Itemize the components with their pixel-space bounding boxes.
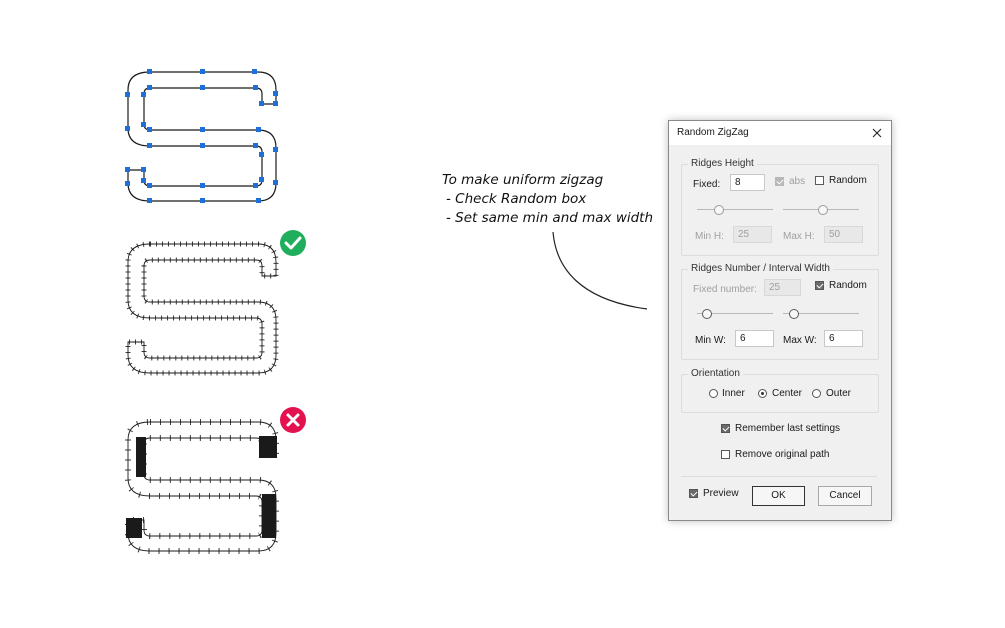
outer-radio[interactable] (812, 389, 821, 398)
ok-button[interactable]: OK (752, 486, 805, 506)
remember-label: Remember last settings (735, 423, 841, 434)
ridges-height-legend: Ridges Height (688, 158, 757, 169)
max-h-input[interactable]: 50 (824, 226, 863, 243)
random-height-checkbox[interactable] (815, 176, 824, 185)
random-zigzag-dialog: Random ZigZag Ridges Height Fixed: 8 abs… (668, 120, 892, 521)
abs-label: abs (789, 176, 806, 187)
outer-label: Outer (826, 388, 852, 399)
min-w-label: Min W: (695, 335, 726, 346)
annotation-line: - Set same min and max width (446, 210, 654, 226)
max-h-slider[interactable] (783, 205, 859, 215)
remove-original-label: Remove original path (735, 449, 830, 460)
max-w-label: Max W: (783, 335, 817, 346)
inner-label: Inner (722, 388, 745, 399)
fixed-number-label: Fixed number: (693, 284, 757, 295)
orientation-group (681, 374, 879, 413)
min-h-input[interactable]: 25 (733, 226, 772, 243)
orientation-legend: Orientation (688, 368, 743, 379)
min-w-slider[interactable] (697, 309, 773, 319)
uniform-zigzag-s (125, 241, 279, 376)
max-w-slider[interactable] (783, 309, 859, 319)
fixed-height-input[interactable]: 8 (730, 174, 765, 191)
min-w-input[interactable]: 6 (735, 330, 774, 347)
check-circle-icon (280, 230, 306, 256)
preview-label: Preview (703, 488, 739, 499)
fixed-number-input[interactable]: 25 (764, 279, 801, 296)
title-bar[interactable]: Random ZigZag (669, 121, 891, 145)
abs-checkbox[interactable] (775, 177, 784, 186)
max-h-label: Max H: (783, 231, 815, 242)
center-label: Center (772, 388, 803, 399)
ridges-number-legend: Ridges Number / Interval Width (688, 263, 833, 274)
cancel-button[interactable]: Cancel (818, 486, 872, 506)
fixed-height-label: Fixed: (693, 179, 721, 190)
remove-original-checkbox[interactable] (721, 450, 730, 459)
original-s-path (125, 69, 278, 203)
annotation-line: To make uniform zigzag (442, 172, 604, 188)
dialog-title: Random ZigZag (677, 127, 749, 138)
inner-radio[interactable] (709, 389, 718, 398)
random-width-checkbox[interactable] (815, 281, 824, 290)
preview-checkbox[interactable] (689, 489, 698, 498)
ridges-height-group (681, 164, 879, 256)
footer-separator (681, 476, 877, 477)
center-radio[interactable] (758, 389, 767, 398)
x-circle-icon (280, 407, 306, 433)
remember-checkbox[interactable] (721, 424, 730, 433)
random-height-label: Random (829, 175, 867, 186)
min-h-label: Min H: (695, 231, 724, 242)
random-zigzag-s (125, 419, 279, 554)
annotation-line: - Check Random box (446, 191, 587, 207)
random-width-label: Random (829, 280, 867, 291)
min-h-slider[interactable] (697, 205, 773, 215)
close-icon[interactable] (867, 123, 887, 143)
max-w-input[interactable]: 6 (824, 330, 863, 347)
pointer-line (552, 231, 648, 310)
annotation-note: To make uniform zigzag - Check Random bo… (442, 171, 653, 228)
